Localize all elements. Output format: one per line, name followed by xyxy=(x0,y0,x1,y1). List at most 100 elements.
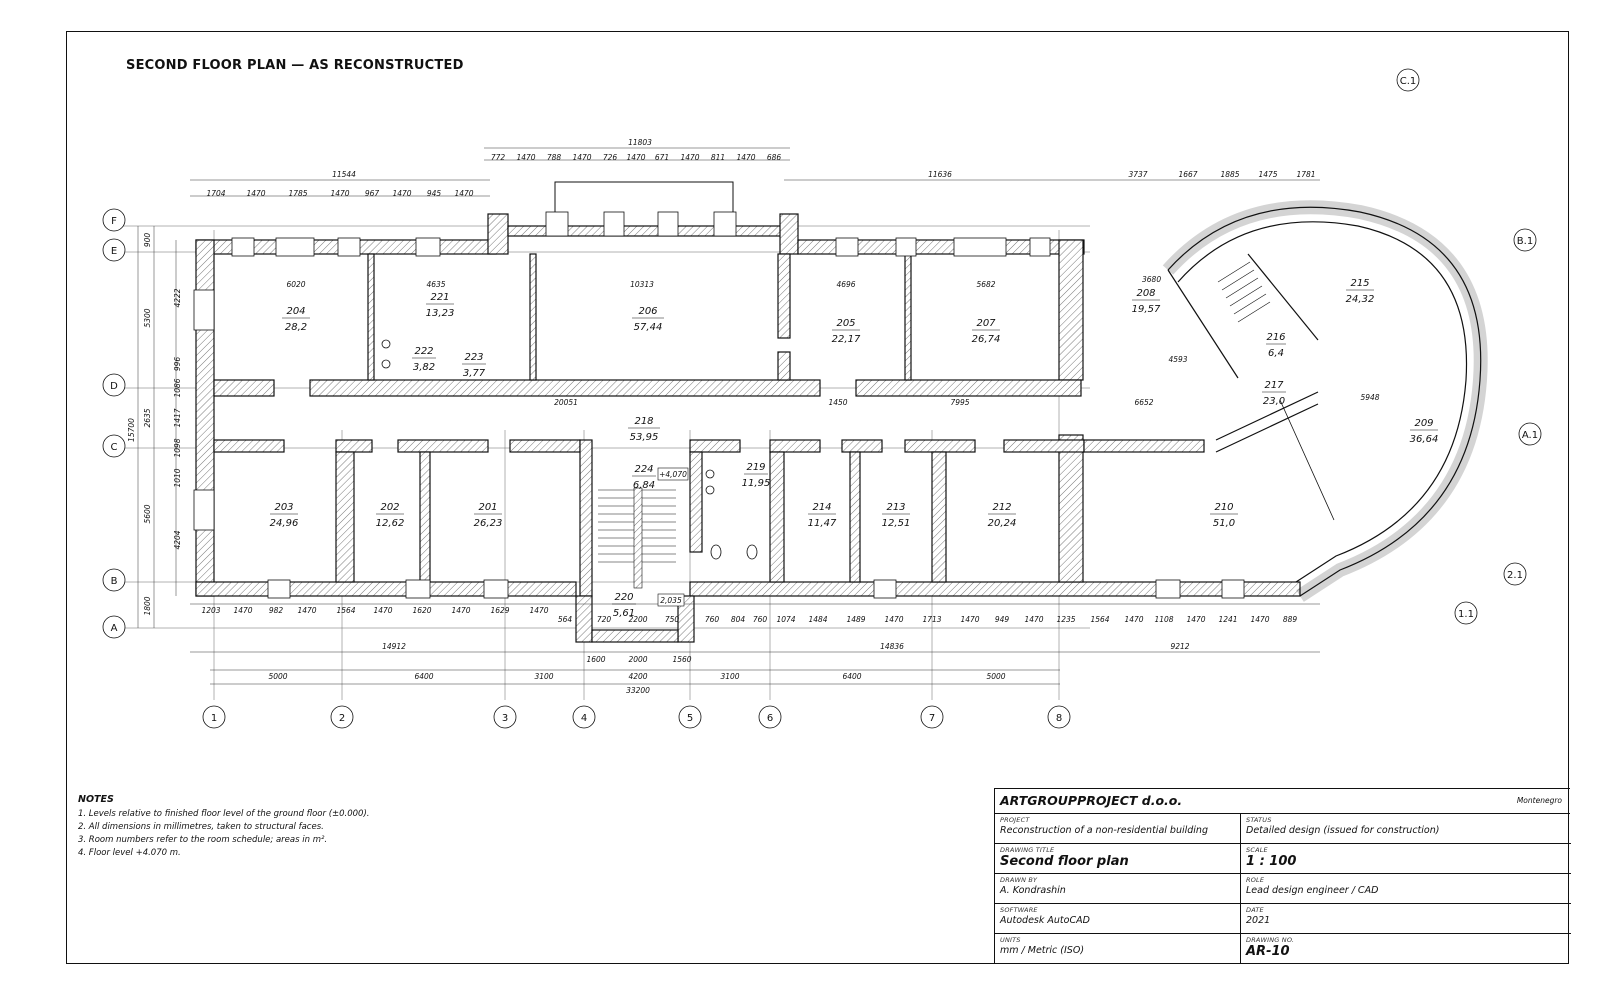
axis-label: A xyxy=(111,623,118,634)
dim-text: 1785 xyxy=(288,189,307,198)
role-label: ROLE xyxy=(1246,876,1265,884)
dim-text: 900 xyxy=(143,233,152,248)
dim-text: 949 xyxy=(995,615,1010,624)
note-item: 1. Levels relative to finished floor lev… xyxy=(78,809,370,819)
dim-text: 1667 xyxy=(1178,170,1197,179)
role-cell: ROLE Lead design engineer / CAD xyxy=(1241,874,1571,904)
dim-text: 1098 xyxy=(173,438,182,457)
notes-block: NOTES 1. Levels relative to finished flo… xyxy=(78,793,598,860)
dim-text: 1470 xyxy=(392,189,411,198)
svg-text:224: 224 xyxy=(634,464,653,475)
drawing-no-label: DRAWING No. xyxy=(1246,936,1295,944)
dim-text: 1074 xyxy=(776,615,795,624)
dim-text: 1470 xyxy=(246,189,265,198)
svg-text:221: 221 xyxy=(430,292,449,303)
role-value: Lead design engineer / CAD xyxy=(1246,885,1379,896)
project-cell: PROJECT Reconstruction of a non-resident… xyxy=(995,814,1241,844)
dim-text: 982 xyxy=(269,606,284,615)
svg-text:36,64: 36,64 xyxy=(1410,434,1439,445)
svg-text:3,82: 3,82 xyxy=(413,362,435,373)
axis-label: 5 xyxy=(687,713,693,724)
axis-label: C.1 xyxy=(1400,76,1417,87)
dim-text: 671 xyxy=(655,153,669,162)
dim-text: 9212 xyxy=(1170,642,1189,651)
note-item: 4. Floor level +4.070 m. xyxy=(78,848,181,858)
dim-text: 1470 xyxy=(736,153,755,162)
title-block-grid: PROJECT Reconstruction of a non-resident… xyxy=(995,814,1571,964)
axis-label: 8 xyxy=(1056,713,1062,724)
axis-label: 1.1 xyxy=(1458,609,1474,620)
dim-text: 1800 xyxy=(143,596,152,615)
windows xyxy=(193,211,1245,599)
dim-text: 4204 xyxy=(173,530,182,549)
dim-text: 5300 xyxy=(143,308,152,327)
main-stair xyxy=(598,487,676,589)
level-mark: +4,070 xyxy=(659,470,687,479)
dim-text: 1470 xyxy=(1250,615,1269,624)
dim-text: 1713 xyxy=(922,615,941,624)
svg-text:217: 217 xyxy=(1264,380,1284,391)
dim-text: 788 xyxy=(547,153,562,162)
dim-text: 1241 xyxy=(1218,615,1237,624)
dim-text: 1470 xyxy=(373,606,392,615)
dim-text: 1620 xyxy=(412,606,431,615)
level-markers: +4,070 2,035 xyxy=(657,467,689,607)
dim-text: 1108 xyxy=(1154,615,1173,624)
dim-text: 5600 xyxy=(143,504,152,523)
dim-text: 6400 xyxy=(842,672,861,681)
dim-text: 1470 xyxy=(233,606,252,615)
dim-text: 1470 xyxy=(529,606,548,615)
drawing-no-value: AR-10 xyxy=(1246,944,1290,959)
project-value: Reconstruction of a non-residential buil… xyxy=(1000,825,1208,836)
axis-label: 7 xyxy=(929,713,935,724)
date-value: 2021 xyxy=(1246,915,1271,926)
dim-text: 967 xyxy=(365,189,380,198)
axis-label: 2.1 xyxy=(1507,570,1523,581)
date-cell: DATE 2021 xyxy=(1241,904,1571,934)
dim-text: 1564 xyxy=(336,606,355,615)
dim-text: 1629 xyxy=(490,606,509,615)
dim-text: 2200 xyxy=(628,615,647,624)
title-block: ARTGROUPPROJECT d.o.o. Montenegro PROJEC… xyxy=(994,788,1571,964)
svg-text:203: 203 xyxy=(274,502,293,513)
dim-text: 5000 xyxy=(268,672,287,681)
company-name: ARTGROUPPROJECT d.o.o. xyxy=(1000,793,1183,808)
units-cell: UNITS mm / Metric (ISO) xyxy=(995,934,1241,964)
plan-title: SECOND FLOOR PLAN — AS RECONSTRUCTED xyxy=(126,58,464,73)
svg-text:12,62: 12,62 xyxy=(376,518,405,529)
dim-text: 1417 xyxy=(173,408,182,427)
status-value: Detailed design (issued for construction… xyxy=(1246,825,1440,836)
dim-text: 1010 xyxy=(173,468,182,487)
dim-text: 760 xyxy=(753,615,768,624)
dim-text: 1475 xyxy=(1258,170,1277,179)
svg-text:11,95: 11,95 xyxy=(742,478,771,489)
dim-text: 1470 xyxy=(572,153,591,162)
axis-label: F xyxy=(111,216,117,227)
scale-value: 1 : 100 xyxy=(1246,854,1297,869)
date-label: DATE xyxy=(1246,906,1264,914)
svg-text:201: 201 xyxy=(478,502,497,513)
dim-text: 1470 xyxy=(1124,615,1143,624)
dimension-lines xyxy=(137,147,1320,685)
dim-text: 1484 xyxy=(808,615,827,624)
dim-text: 1564 xyxy=(1090,615,1109,624)
axis-label: B xyxy=(111,576,118,587)
svg-text:206: 206 xyxy=(638,306,657,317)
svg-text:23,0: 23,0 xyxy=(1263,396,1285,407)
project-label: PROJECT xyxy=(1000,816,1030,824)
dim-text: 14836 xyxy=(880,642,904,651)
svg-text:24,32: 24,32 xyxy=(1346,294,1375,305)
dim-text: 1470 xyxy=(297,606,316,615)
dim-text: 686 xyxy=(767,153,782,162)
drawing-title-cell: DRAWING TITLE Second floor plan xyxy=(995,844,1241,874)
units-value: mm / Metric (ISO) xyxy=(1000,945,1085,956)
axis-labels: 1 2 3 4 5 6 7 8 1.1 2.1 F E D C B A C.1 … xyxy=(110,76,1538,724)
dim-text: 1470 xyxy=(626,153,645,162)
dim-text: 1885 xyxy=(1220,170,1239,179)
